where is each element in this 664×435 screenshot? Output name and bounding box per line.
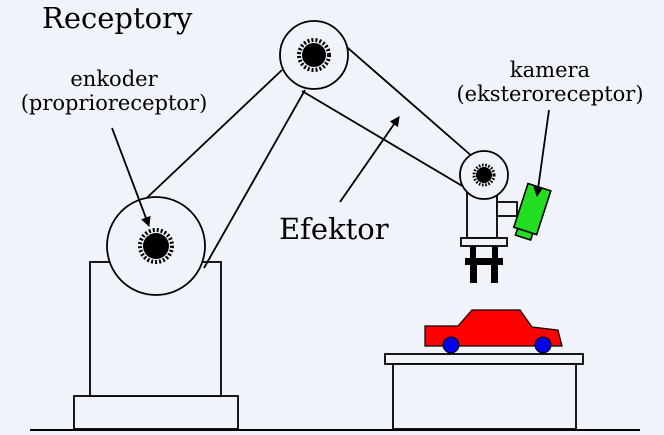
effector-label: Efektor (279, 212, 389, 246)
gripper-icon (460, 237, 508, 283)
encoder-arrow (111, 127, 151, 227)
encoder-label: enkoder (70, 67, 158, 91)
elbow-joint (279, 20, 349, 90)
camera-label: kamera (509, 58, 591, 82)
camera-sublabel: (eksteroreceptor) (456, 82, 644, 106)
gear-joint-icon (297, 38, 331, 72)
effector-arrow (339, 116, 400, 203)
diagram-title: Receptory (42, 1, 193, 35)
wrist-assembly (459, 150, 518, 239)
camera-arrow (533, 109, 550, 197)
gear-joint-icon (138, 228, 174, 264)
shoulder-joint (106, 196, 206, 296)
car-icon (424, 309, 563, 354)
table (384, 353, 584, 430)
encoder-sublabel: (proprioreceptor) (20, 91, 208, 115)
lower-arm (133, 69, 306, 269)
gear-joint-icon (472, 163, 496, 187)
